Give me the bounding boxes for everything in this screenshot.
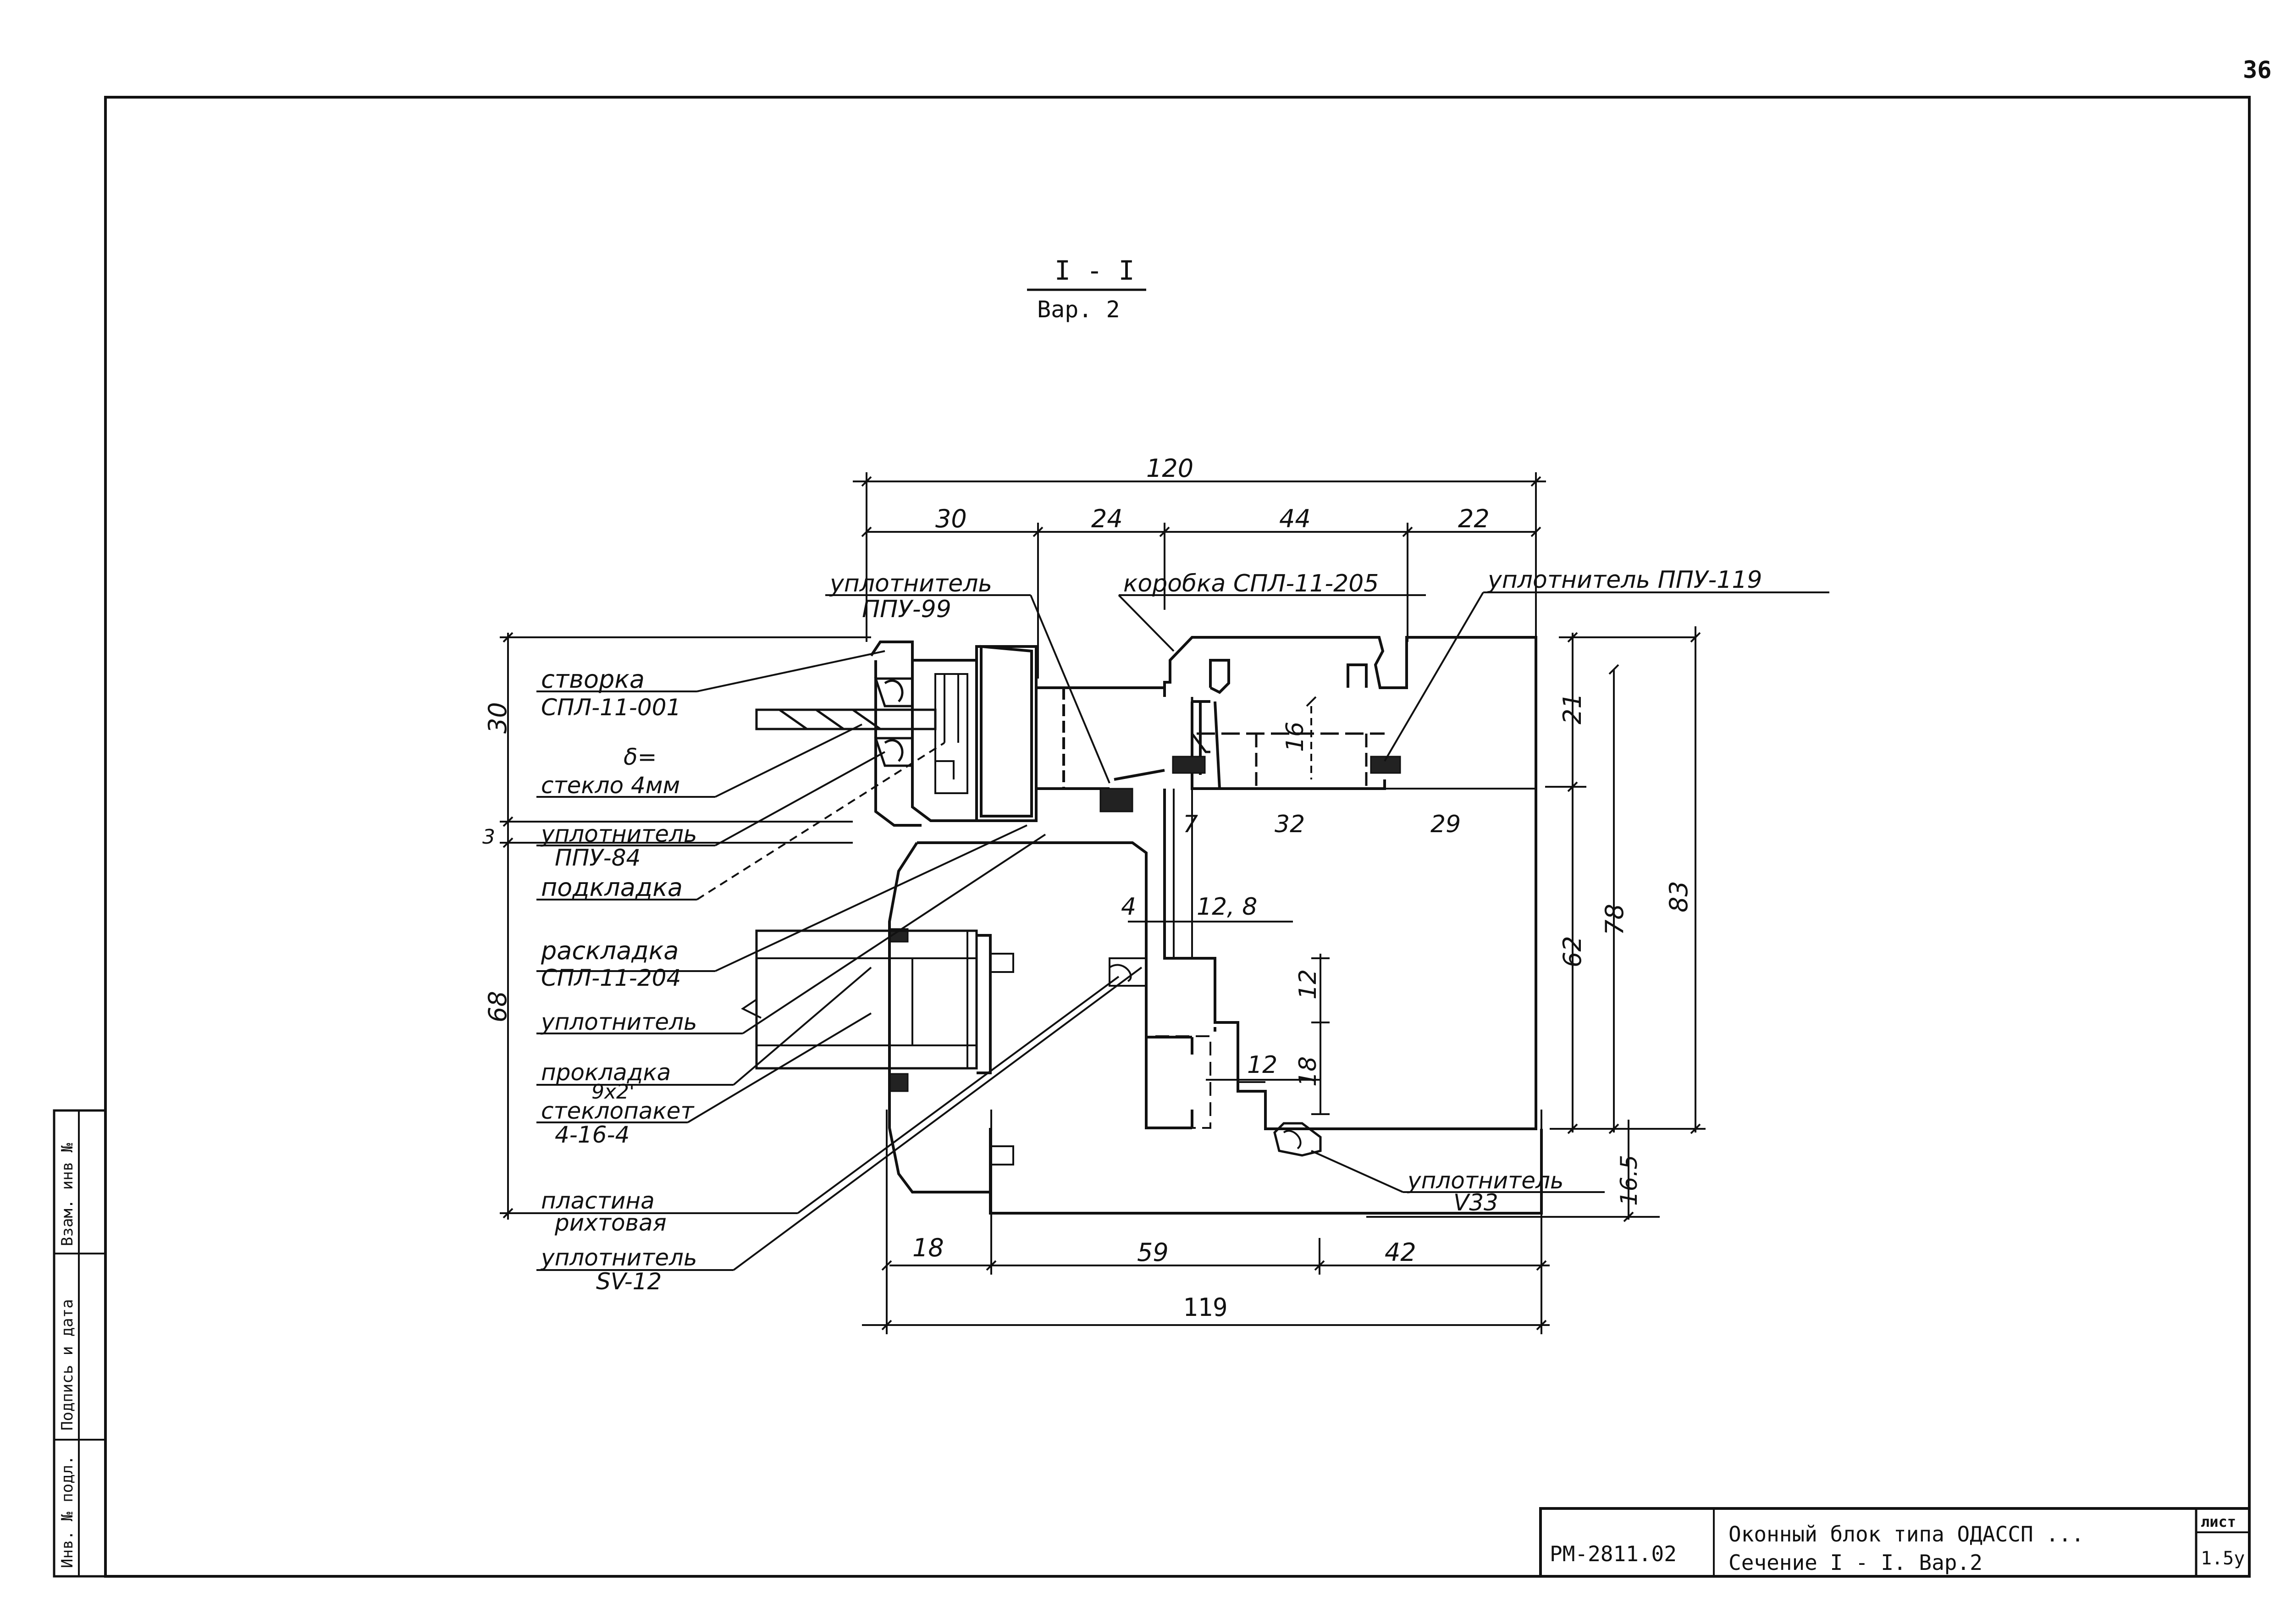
label-spl-11-001: СПЛ-11-001: [541, 694, 681, 721]
right-dimensions: [1366, 626, 1706, 1222]
stamp-code: РМ-2811.02: [1550, 1541, 1677, 1566]
inner-dimensions: [1128, 696, 1330, 1115]
dim-in-12b: 12: [1247, 1051, 1277, 1079]
sheet-frame: [104, 96, 2251, 1578]
dim-left-3: 3: [482, 825, 495, 849]
label-korobka: коробка СПЛ-11-205: [1123, 570, 1379, 597]
label-9x2: 9х2': [591, 1080, 635, 1104]
glazing-unit: [755, 841, 1543, 1215]
stamp-sheet-value: 1.5у: [2201, 1548, 2245, 1569]
section-variant: Вар. 2: [1037, 296, 1120, 323]
label-ppu84: ППУ-84: [555, 845, 641, 871]
hardware-dashed: [1155, 1035, 1211, 1129]
label-v33: V33: [1453, 1189, 1498, 1216]
dim-right-83: 83: [1664, 881, 1693, 912]
label-delta: δ=: [624, 744, 657, 770]
top-dimensions: [853, 472, 1546, 679]
label-raskladka: раскладка: [541, 936, 679, 965]
dim-top-44: 44: [1279, 504, 1311, 533]
seals-ppu84: [874, 677, 914, 767]
dim-right-21: 21: [1558, 693, 1587, 724]
side-stamp-inv: Инв. № подл.: [58, 1455, 77, 1568]
label-sv12: SV-12: [596, 1268, 662, 1295]
title-block: РМ-2811.02 Оконный блок типа ОДАССП ... …: [1539, 1507, 2251, 1578]
dim-in-4: 4: [1121, 893, 1136, 921]
label-uplotnitel-ppu119: уплотнитель ППУ-119: [1487, 566, 1762, 594]
side-stamp: Инв. № подл. Подпись и дата Взам. инв №: [53, 1109, 107, 1578]
glass-4mm: [755, 708, 937, 730]
label-podkladka: подкладка: [541, 873, 683, 902]
label-uplotnitel: уплотнитель: [540, 1009, 697, 1035]
dim-bot-59: 59: [1137, 1238, 1169, 1267]
label-uplotnitel-ppu84: уплотнитель: [540, 821, 697, 847]
section-title-text: I - I: [1055, 255, 1135, 286]
dim-left-68: 68: [483, 991, 512, 1022]
dim-bot-119: 119: [1183, 1293, 1228, 1322]
stamp-title-1: Оконный блок типа ОДАССП ...: [1728, 1522, 2084, 1547]
label-stvorka: створка: [541, 665, 645, 694]
dim-top-total: 120: [1146, 454, 1193, 483]
stamp-sheet-label: лист: [2201, 1513, 2236, 1530]
dim-in-7: 7: [1183, 811, 1198, 838]
dim-bot-42: 42: [1385, 1238, 1416, 1267]
dim-in-12-8: 12, 8: [1197, 893, 1257, 921]
dim-left-30: 30: [483, 702, 512, 734]
sash-profile: [870, 641, 1165, 827]
section-drawing: 120 30 24 44 22 30 3 68: [482, 454, 1829, 1334]
dim-top-22: 22: [1458, 504, 1490, 533]
frame-chamber: [1191, 697, 1385, 789]
section-title: I - I Вар. 2: [1027, 255, 1146, 323]
page-number: 36: [2243, 56, 2272, 84]
label-plastina: пластина: [541, 1188, 655, 1214]
dim-in-16: 16: [1281, 722, 1309, 752]
label-prokladka: прокладка: [541, 1059, 671, 1086]
side-stamp-replace: Взам. инв №: [58, 1143, 77, 1246]
stamp-title-2: Сечение I - I. Вар.2: [1728, 1550, 1982, 1575]
frame-profile: [1145, 636, 1537, 1130]
dim-in-29: 29: [1430, 811, 1461, 838]
dim-in-32: 32: [1275, 811, 1305, 838]
label-uplotnitel-v33: уплотнитель: [1407, 1167, 1563, 1194]
dim-in-18: 18: [1294, 1056, 1322, 1087]
seal-blocks: [889, 756, 1401, 1092]
label-uplotnitel-ppu99: уплотнитель: [829, 570, 992, 597]
dim-in-12a: 12: [1294, 969, 1322, 1000]
side-stamp-sign: Подпись и дата: [58, 1299, 77, 1431]
label-4-16-4: 4-16-4: [555, 1121, 629, 1148]
dim-bot-18: 18: [912, 1233, 944, 1262]
label-steklopaket: стеклопакет: [541, 1098, 695, 1124]
left-dimensions: [500, 632, 871, 1220]
dim-right-78: 78: [1600, 904, 1629, 935]
label-spl-11-204: СПЛ-11-204: [541, 965, 681, 991]
leader-lines: [536, 591, 1829, 1271]
label-uplotnitel-sv12: уплотнитель: [540, 1244, 697, 1271]
dim-top-24: 24: [1091, 504, 1123, 533]
dim-top-30: 30: [935, 504, 967, 533]
label-ppu99: ППУ-99: [862, 596, 951, 623]
label-steklo: стекло 4мм: [541, 772, 680, 799]
dim-right-16-5: 16.5: [1616, 1155, 1642, 1206]
dim-right-62: 62: [1558, 936, 1587, 967]
label-rihtovaya: рихтовая: [554, 1210, 667, 1236]
